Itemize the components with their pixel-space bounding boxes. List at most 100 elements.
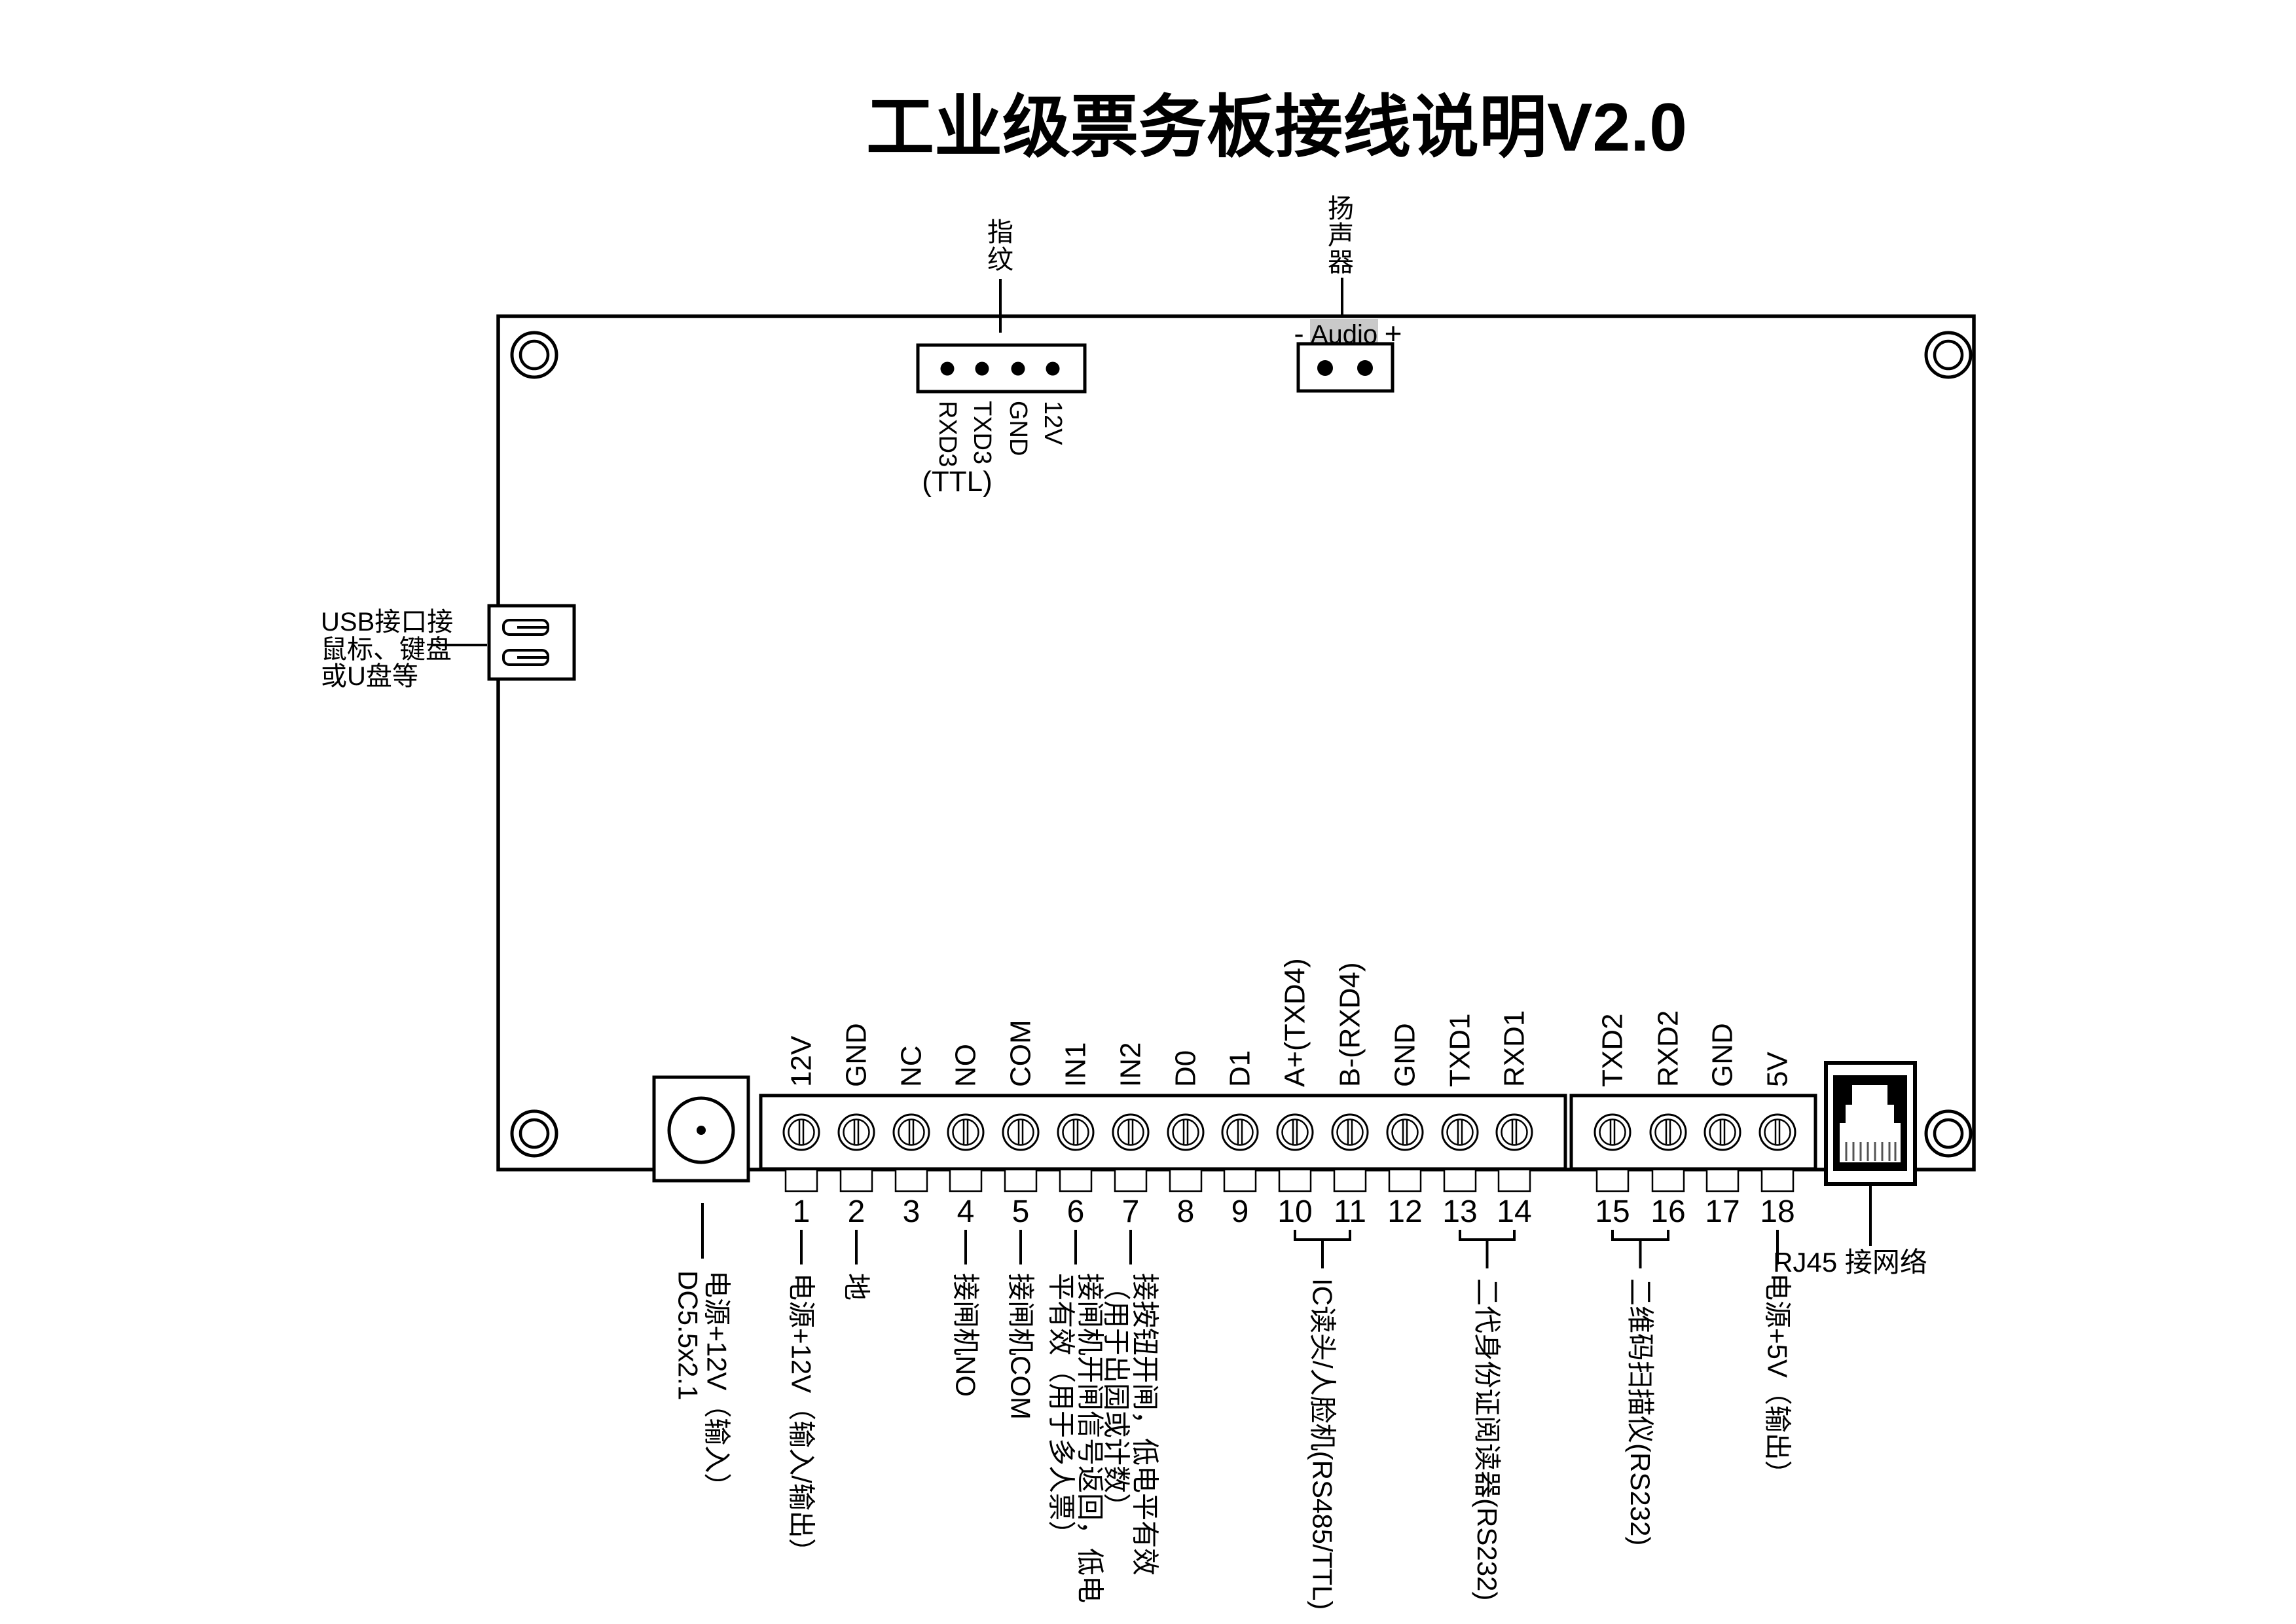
dc-jack-group — [652, 1075, 750, 1259]
terminal-10: A+(TXD4)10 — [1276, 958, 1314, 1229]
terminal-3: NC3 — [892, 1045, 930, 1229]
terminal-name-label: RXD1 — [1499, 1010, 1531, 1087]
terminal-number: 8 — [1177, 1194, 1195, 1229]
terminal-18: 5V 18 — [1758, 1052, 1796, 1229]
description-text: 平有效（用于多人票） — [1046, 1273, 1077, 1548]
terminal-name-label: GND — [841, 1023, 873, 1087]
fingerprint-pin-label: GND — [1004, 401, 1032, 456]
group-description-10-11: IC读头/人脸机(RS485/TTL) — [1294, 1230, 1351, 1610]
terminal-number: 3 — [903, 1194, 920, 1229]
screw-inner-icon — [843, 1118, 870, 1146]
audio-band — [1310, 319, 1378, 343]
group-bracket — [1294, 1230, 1351, 1241]
usb-label-line: 鼠标、键盘 — [321, 635, 452, 664]
terminal-number: 11 — [1334, 1194, 1366, 1229]
terminal-number: 15 — [1595, 1194, 1630, 1229]
screw-inner-icon — [1172, 1118, 1199, 1146]
terminal-5: COM 5 — [1002, 1020, 1040, 1229]
screw-inner-icon — [1654, 1118, 1682, 1146]
wire-entry-square — [1595, 1168, 1630, 1192]
terminal-5-description: 接闸机COM — [1006, 1230, 1036, 1420]
terminal-number: 16 — [1650, 1194, 1685, 1229]
terminal-descriptions-layer: 电源+12V（输入/输出） 地 接闸机NO 接闸机COM 接闸机开闸信号返回，低电平有效… — [786, 1230, 1793, 1610]
description-text: 电源+12V（输入/输出） — [786, 1273, 817, 1566]
terminal-1: 12V 1 — [782, 1035, 820, 1229]
speaker-header-icon — [1296, 342, 1394, 393]
terminal-name-label: 5V — [1762, 1052, 1794, 1087]
mounting-hole-bottom-left — [510, 1109, 558, 1158]
screw-inner-icon — [1226, 1118, 1254, 1146]
terminal-6-description: 接闸机开闸信号返回，低电平有效（用于多人票） — [1046, 1230, 1106, 1603]
pcb-board-outline — [496, 314, 1976, 1172]
terminal-4-description: 接闸机NO — [951, 1230, 981, 1397]
speaker-pin-dot-icon — [1317, 360, 1333, 376]
terminal-9: D19 — [1221, 1050, 1259, 1229]
usb-port-icon — [487, 604, 576, 681]
terminal-number: 9 — [1231, 1194, 1249, 1229]
wire-entry-square — [1059, 1168, 1093, 1192]
terminal-11: B-(RXD4)11 — [1331, 962, 1369, 1229]
terminals-layer: 12V1GND2NC3NO4COM5IN16IN27D08D19A+(TXD4)… — [782, 958, 1796, 1229]
terminal-2: GND 2 — [837, 1023, 875, 1229]
terminal-2-description: 地 — [841, 1230, 872, 1301]
screw-inner-icon — [1062, 1118, 1089, 1146]
terminal-name-label: IN1 — [1060, 1043, 1092, 1087]
mounting-hole-bottom-right — [1924, 1109, 1973, 1158]
terminal-number: 1 — [793, 1194, 811, 1229]
wire-entry-square — [1278, 1168, 1312, 1192]
dc-jack-center-pin — [697, 1126, 706, 1135]
wire-entry-square — [1333, 1168, 1367, 1192]
wire-entry-square — [1004, 1168, 1038, 1192]
group-description-text: 二代身份证阅读器(RS232) — [1472, 1278, 1503, 1600]
mounting-hole-bottom-right-inner — [1933, 1118, 1964, 1149]
dc-jack-label-layer: 电源+12V（输入）DC5.5x2.1 — [673, 1270, 733, 1500]
screw-inner-icon — [1446, 1118, 1474, 1146]
group-description-13-14: 二代身份证阅读器(RS232) — [1459, 1230, 1516, 1600]
group-bracket — [1611, 1230, 1669, 1241]
wire-entry-square — [784, 1168, 818, 1192]
wire-entry-square — [839, 1168, 873, 1192]
fingerprint-pin-dot-icon — [1046, 361, 1060, 376]
screw-inner-icon — [1281, 1118, 1309, 1146]
terminal-name-label: 12V — [786, 1035, 818, 1087]
terminal-number: 2 — [848, 1194, 866, 1229]
terminal-number: 17 — [1705, 1194, 1740, 1229]
description-text: 电源+5V（输出） — [1762, 1273, 1793, 1488]
group-description-15-16: 二维码扫描仪(RS232) — [1611, 1230, 1669, 1545]
rj45-contacts — [1845, 1142, 1897, 1161]
terminal-8: D08 — [1167, 1050, 1205, 1229]
group-description-text: 二维码扫描仪(RS232) — [1625, 1278, 1656, 1545]
terminal-number: 4 — [957, 1194, 975, 1229]
description-text: 接闸机开闸信号返回，低电 — [1075, 1273, 1106, 1603]
rj45-plug-silhouette — [1840, 1085, 1901, 1162]
terminal-name-label: IN2 — [1115, 1043, 1147, 1087]
screw-inner-icon — [1007, 1118, 1034, 1146]
wire-entry-square — [1497, 1168, 1531, 1192]
wire-entry-square — [1443, 1168, 1477, 1192]
group-bracket — [1459, 1230, 1516, 1241]
terminal-number: 10 — [1277, 1194, 1312, 1229]
terminal-number: 5 — [1012, 1194, 1030, 1229]
group-description-text: IC读头/人脸机(RS485/TTL) — [1307, 1278, 1338, 1610]
mounting-hole-top-right — [1924, 331, 1973, 379]
terminal-14: RXD1 14 — [1495, 1010, 1533, 1229]
terminal-number: 14 — [1497, 1194, 1531, 1229]
fingerprint-pin-label: 12V — [1039, 401, 1066, 445]
terminal-name-label: GND — [1389, 1023, 1421, 1087]
screw-inner-icon — [952, 1118, 979, 1146]
mounting-hole-top-right-inner — [1933, 339, 1964, 371]
wire-entry-square — [949, 1168, 983, 1192]
terminal-name-label: TXD1 — [1444, 1014, 1476, 1087]
fingerprint-label: 指纹 — [987, 218, 1013, 274]
terminal-name-label: COM — [1005, 1020, 1037, 1087]
description-text: （用于出园或计数） — [1101, 1273, 1132, 1521]
terminal-number: 18 — [1760, 1194, 1795, 1229]
screw-inner-icon — [1336, 1118, 1364, 1146]
speaker-pin-dot-icon — [1357, 360, 1373, 376]
usb-connector-group: USB接口接 鼠标、键盘 或U盘等 — [321, 604, 576, 691]
